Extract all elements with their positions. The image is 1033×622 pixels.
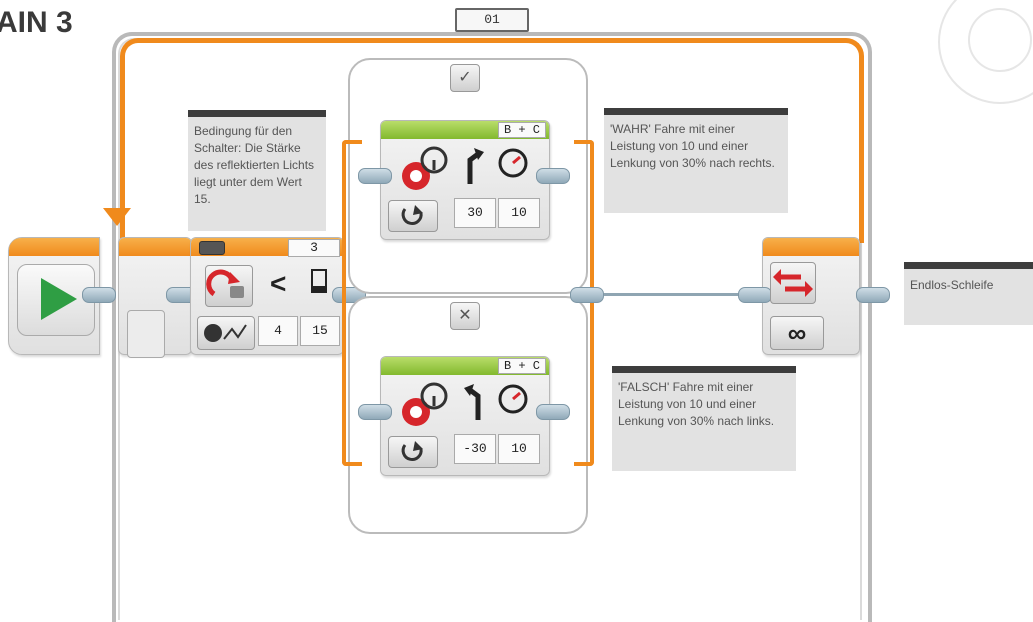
sequence-plug-true-out [536, 168, 570, 184]
note-false-text: 'FALSCH' Fahre mit einer Leistung von 10… [618, 380, 775, 428]
turn-right-icon [467, 148, 484, 184]
note-loop-text: Endlos-Schleife [910, 278, 994, 292]
move-true-steering[interactable]: 30 [454, 198, 496, 228]
sequence-plug-switch-out [570, 287, 604, 303]
move-false-steering[interactable]: -30 [454, 434, 496, 464]
sequence-plug-loop-out [856, 287, 890, 303]
sequence-plug-true-in [358, 168, 392, 184]
loop-return-line [120, 38, 864, 243]
loop-counter-label[interactable]: 01 [455, 8, 529, 32]
speedometer-icon [498, 384, 528, 414]
note-condition-text: Bedingung für den Schalter: Die Stärke d… [194, 124, 315, 206]
rotate-icon[interactable] [388, 200, 438, 232]
loop-arrow-down [103, 208, 131, 226]
speedometer-icon [498, 148, 528, 178]
sequence-plug-false-out [536, 404, 570, 420]
threshold-value[interactable]: 15 [300, 316, 340, 346]
play-icon [41, 278, 77, 320]
move-false-power[interactable]: 10 [498, 434, 540, 464]
steering-wheel-icon [402, 146, 448, 190]
compare-operator[interactable]: < [270, 268, 287, 299]
sequence-wire [590, 293, 762, 296]
steering-wheel-icon [402, 382, 448, 426]
note-true-case: 'WAHR' Fahre mit einer Leistung von 10 u… [604, 108, 788, 213]
move-true-power[interactable]: 10 [498, 198, 540, 228]
check-icon[interactable]: ✓ [450, 64, 480, 92]
reflect-icon[interactable] [197, 316, 255, 350]
sensor-port-icon [199, 241, 225, 255]
note-true-text: 'WAHR' Fahre mit einer Leistung von 10 u… [610, 122, 775, 170]
switch-bracket-right [574, 140, 594, 466]
cross-icon[interactable]: ✕ [450, 302, 480, 330]
note-false-case: 'FALSCH' Fahre mit einer Leistung von 10… [612, 366, 796, 471]
switch-port-label[interactable]: 3 [288, 239, 340, 257]
note-condition: Bedingung für den Schalter: Die Stärke d… [188, 110, 326, 231]
note-loop: Endlos-Schleife [904, 262, 1033, 325]
sequence-plug-start [82, 287, 116, 303]
turn-left-icon [464, 384, 481, 420]
infinity-icon[interactable]: ∞ [770, 316, 824, 350]
color-sensor-icon[interactable] [205, 265, 253, 307]
sequence-plug-loop-in [738, 287, 772, 303]
page-title: AIN 3 [0, 6, 73, 39]
compare-type-value[interactable]: 4 [258, 316, 298, 346]
loop-arrow-icon[interactable] [770, 262, 816, 304]
move-true-ports[interactable]: B + C [498, 122, 546, 138]
rotate-icon[interactable] [388, 436, 438, 468]
threshold-icon [311, 269, 327, 293]
loop-frame [112, 32, 872, 622]
move-false-ports[interactable]: B + C [498, 358, 546, 374]
sequence-plug-false-in [358, 404, 392, 420]
switch-bracket-left [342, 140, 362, 466]
decorative-circle-inner [968, 8, 1032, 72]
